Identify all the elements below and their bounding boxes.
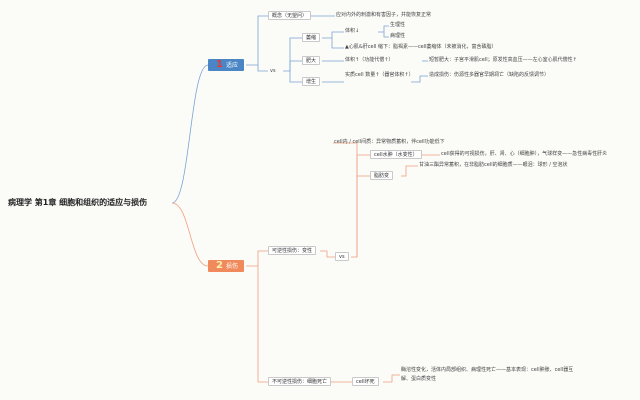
- fatty-change-note: 甘油三酯异常蓄积，在非脂肪cell的细胞质——眼泪：球形 / 空泡状: [419, 162, 568, 168]
- hypertrophy-note: 短暂肥大：子宫平滑肌cell；原发性高血压——左心室心肌代偿性↑: [429, 57, 577, 63]
- hypertrophy-node[interactable]: 肥大: [302, 56, 321, 65]
- connector-root-branch1: [171, 64, 209, 204]
- atrophy-note: ▲心肌&肝cell 缩下：脂褐素——cell萎缩体（未被消化，富含磷脂）: [345, 44, 497, 50]
- concept-node[interactable]: 概念（无望问）: [268, 11, 312, 20]
- irreversible-injury-node[interactable]: 不可逆性损伤：细胞死亡: [268, 377, 332, 386]
- vs-label: vs: [270, 68, 276, 74]
- branch-label: 适应: [225, 62, 238, 69]
- hypertrophy-volume: 体积↑（功能代偿↑）: [345, 57, 394, 63]
- atrophy-volume: 体积↓: [345, 28, 360, 34]
- hyperplasia-note: 实质cell 数量↑（器官体积↑）: [345, 72, 414, 78]
- cellular-accumulation-note: cell内 / cell间质：异常物质蓄积，伴cell功能低下: [334, 139, 445, 145]
- cell-death-note-1: 酶溶性变化，活体内局部组织、病理性死亡——基本表现：cell肿胀、cell器互: [401, 367, 574, 373]
- atrophy-node[interactable]: 萎缩: [302, 33, 321, 42]
- reversible-injury-node[interactable]: 可逆性损伤：变性: [268, 246, 317, 255]
- cell-swelling-node[interactable]: cell水肿（水变性）: [370, 150, 422, 159]
- cell-death-node[interactable]: cell坏死: [352, 377, 379, 386]
- atrophy-physiological: 生理性: [390, 22, 406, 28]
- fatty-change-node[interactable]: 脂肪变: [370, 171, 394, 180]
- branch-number: 2: [216, 260, 223, 271]
- hyperplasia-note-2: 造成损伤：伤源性多器官早期凋亡（缺陷的反馈调节）: [429, 72, 550, 78]
- root-topic[interactable]: 病理学 第1章 细胞和组织的适应与损伤: [8, 198, 148, 207]
- connector-b1-main: [246, 15, 268, 66]
- cell-swelling-note: cell获得的可视损伤，肝、肾、心（细胞肿），气球样变——急性病毒性肝炎: [441, 151, 608, 157]
- cell-death-note-2: 解、蛋白质变性: [401, 376, 437, 382]
- atrophy-pathological: 病理性: [390, 33, 406, 39]
- connector-b1-vs: [257, 65, 268, 72]
- branch-number: 1: [216, 59, 223, 70]
- hyperplasia-node[interactable]: 增生: [302, 77, 321, 86]
- branch-label: 损伤: [225, 263, 238, 270]
- vs-node[interactable]: vs: [335, 252, 349, 261]
- concept-definition: 应对内外的刺激和有害因子，并能恢复正常: [336, 12, 432, 18]
- connector-root-branch2: [171, 202, 209, 267]
